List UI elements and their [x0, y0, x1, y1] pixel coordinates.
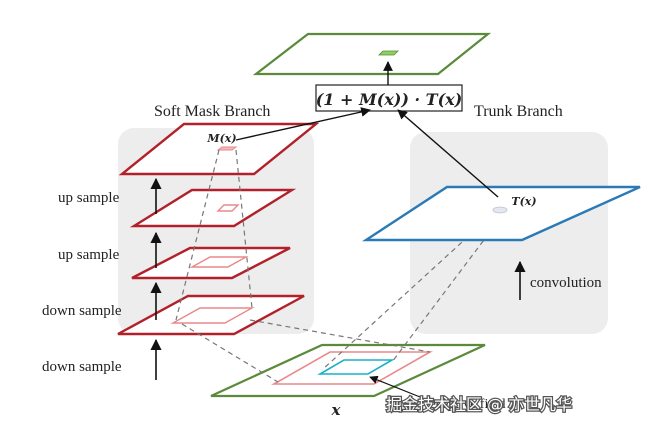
up-sample-label-1: up sample [58, 190, 120, 206]
cone-line-3 [249, 319, 431, 353]
mask-focus-marker [216, 146, 238, 151]
cone-line-4 [181, 323, 279, 383]
cone-line-1 [175, 149, 220, 321]
soft-mask-branch-title: Soft Mask Branch [154, 103, 270, 120]
up-sample-label-2: up sample [58, 247, 120, 263]
mask-plane-2 [129, 188, 297, 228]
mask-to-formula-arrow [235, 107, 371, 141]
down-sample-label-2: down sample [42, 359, 122, 375]
mask-field-3 [189, 256, 249, 268]
receptive-field-outer [270, 351, 434, 385]
formula-box [315, 84, 463, 112]
trunk-output-label: T(x) [511, 195, 536, 208]
mask-plane-3 [131, 246, 291, 280]
mask-field-2 [216, 204, 240, 212]
trunk-to-formula-arrow [397, 109, 499, 198]
trunk-focus-marker [492, 206, 508, 214]
receptive-field-pointer [369, 375, 421, 398]
watermark: 掘金技术社区 @ 亦世凡华 [386, 395, 572, 414]
down-sample-label-1: down sample [42, 303, 122, 319]
soft-mask-panel [118, 128, 314, 334]
input-label: x [331, 401, 342, 419]
trunk-plane [361, 185, 641, 242]
convolution-label: convolution [530, 275, 602, 291]
receptive-field-inner [317, 359, 395, 375]
output-focus-marker [378, 50, 399, 56]
mask-output-label: M(x) [206, 132, 236, 145]
receptive-field-label: receptive field [425, 397, 505, 412]
output-plane [252, 32, 492, 76]
trunk-branch-title: Trunk Branch [474, 103, 563, 120]
formula: (1 + M(x)) · T(x) [316, 90, 463, 109]
mask-plane-4 [117, 294, 305, 336]
mask-field-4 [170, 307, 255, 324]
